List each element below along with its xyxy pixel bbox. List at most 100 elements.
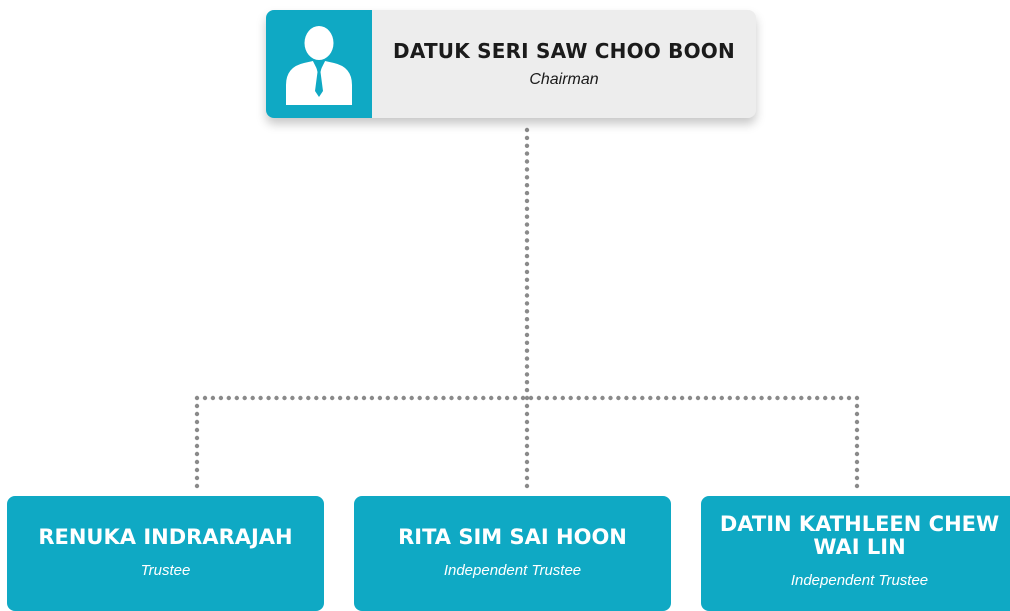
connector-dot	[524, 159, 530, 164]
connector-dot	[345, 395, 351, 401]
trustee-name: DATIN KATHLEEN CHEW WAI LIN	[719, 512, 1000, 559]
connector-dot	[576, 395, 581, 401]
connector-dot	[194, 427, 200, 433]
connector-dot	[250, 395, 255, 401]
connector-dot	[719, 395, 724, 401]
connector-dot	[648, 395, 653, 401]
connector-dot	[210, 395, 216, 401]
connector-dot	[361, 395, 367, 401]
trustee-name: RENUKA INDRARAJAH	[38, 525, 293, 549]
connector-dot	[524, 301, 530, 306]
trustee-card: DATIN KATHLEEN CHEW WAI LIN Independent …	[701, 496, 1010, 611]
connector-dot	[524, 348, 530, 353]
connector-dot	[854, 467, 860, 473]
trustee-role: Independent Trustee	[443, 562, 582, 579]
connector-dot	[194, 395, 200, 401]
horizontal-connector	[194, 395, 860, 401]
connector-dot	[194, 419, 200, 425]
connector-dot	[194, 403, 200, 409]
connector-dot	[656, 395, 661, 401]
connector-dot	[481, 395, 486, 401]
trustee-role: Trustee	[140, 562, 191, 579]
connector-dot	[524, 261, 530, 267]
connector-dot	[353, 395, 359, 401]
connector-dot	[337, 395, 343, 401]
trustee-3-connector	[854, 403, 860, 489]
connector-dot	[854, 459, 860, 465]
connector-dot	[854, 411, 860, 417]
chairman-text: DATUK SERI SAW CHOO BOON Chairman	[372, 10, 756, 118]
connector-dot	[524, 411, 530, 417]
connector-dot	[524, 419, 530, 425]
connector-dot	[290, 395, 295, 401]
connector-dot	[854, 395, 860, 401]
connector-dot	[385, 395, 390, 401]
connector-dot	[524, 293, 530, 298]
connector-dot	[298, 395, 303, 401]
connector-dot	[512, 395, 518, 401]
connector-dot	[600, 395, 605, 401]
connector-dot	[524, 332, 530, 338]
chairman-avatar	[266, 10, 372, 118]
connector-dot	[854, 419, 860, 425]
connector-dot	[524, 190, 530, 196]
connector-dot	[854, 403, 860, 409]
connector-dot	[592, 395, 597, 401]
connector-dot	[306, 395, 311, 401]
connector-dot	[524, 483, 530, 489]
connector-dot	[608, 395, 613, 401]
connector-dot	[560, 395, 565, 401]
connector-dot	[242, 395, 247, 401]
connector-dot	[524, 317, 530, 322]
connector-dot	[759, 395, 764, 401]
trustee-name: RITA SIM SAI HOON	[398, 525, 627, 549]
connector-dot	[401, 395, 406, 401]
connector-dot	[218, 395, 224, 401]
connector-dot	[524, 277, 530, 282]
connector-dot	[524, 467, 530, 473]
connector-dot	[735, 395, 740, 401]
connector-dot	[854, 475, 860, 481]
connector-dot	[524, 143, 530, 148]
connector-dot	[687, 395, 693, 401]
connector-dot	[465, 395, 470, 401]
connector-dot	[473, 395, 478, 401]
connector-dot	[369, 395, 375, 401]
connector-dot	[544, 395, 550, 401]
connector-dot	[520, 395, 526, 401]
connector-dot	[524, 230, 530, 235]
connector-dot	[524, 340, 530, 345]
connector-dot	[524, 356, 530, 361]
connector-dot	[751, 395, 756, 401]
connector-dot	[823, 395, 828, 401]
connector-dot	[393, 395, 398, 401]
connector-dot	[524, 175, 530, 180]
chairman-role: Chairman	[529, 71, 599, 88]
chairman-card: DATUK SERI SAW CHOO BOON Chairman	[266, 10, 756, 118]
connector-dot	[202, 395, 208, 401]
connector-dot	[489, 395, 494, 401]
connector-dot	[524, 183, 530, 188]
connector-dot	[258, 395, 263, 401]
connector-dot	[194, 475, 200, 481]
connector-dot	[433, 395, 438, 401]
connector-dot	[425, 395, 430, 401]
connector-dot	[799, 395, 804, 401]
trustee-role: Independent Trustee	[790, 572, 929, 589]
connector-dot	[664, 395, 669, 401]
connector-dot	[846, 395, 852, 401]
connector-dot	[743, 395, 748, 401]
connector-dot	[703, 395, 709, 401]
connector-dot	[854, 483, 860, 489]
connector-dot	[417, 395, 422, 401]
connector-dot	[524, 364, 530, 369]
connector-dot	[314, 395, 319, 401]
connector-dot	[282, 395, 287, 401]
connector-dot	[524, 167, 530, 172]
connector-dot	[640, 395, 645, 401]
connector-dot	[524, 443, 530, 449]
trustee-1-connector	[194, 403, 200, 489]
connector-dot	[457, 395, 462, 401]
connector-dot	[524, 380, 530, 385]
chairman-vertical-connector	[524, 127, 530, 401]
